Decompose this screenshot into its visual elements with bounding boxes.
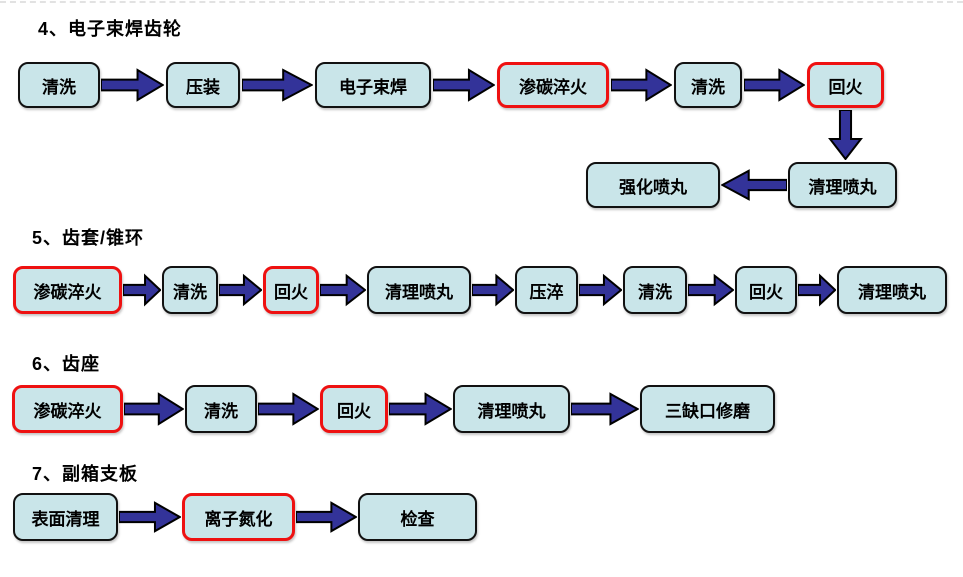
arrow-right-icon (571, 391, 639, 427)
section-5-title: 5、齿套/锥环 (32, 228, 145, 248)
arrow-right-icon (688, 273, 734, 307)
arrow-right-icon (219, 273, 262, 307)
flow-node-yacui: 压淬 (515, 266, 578, 314)
flow-node-huihuo: 回火 (263, 266, 319, 314)
flow-node-biaomianqingli: 表面清理 (13, 493, 118, 541)
arrow-right-icon (611, 67, 672, 103)
arrow-right-icon (798, 273, 836, 307)
flow-node-shentancuihuo: 渗碳淬火 (497, 62, 609, 108)
arrow-right-icon (296, 500, 357, 534)
arrow-right-icon (744, 67, 805, 103)
section-4-title: 4、电子束焊齿轮 (38, 19, 183, 39)
flow-node-lizidanhua: 离子氮化 (182, 493, 295, 541)
arrow-right-icon (320, 273, 366, 307)
arrow-right-icon (579, 273, 622, 307)
flow-node-qianghuapenwan: 强化喷丸 (586, 162, 720, 208)
flow-node-jiancha: 检查 (358, 493, 477, 541)
arrow-right-icon (119, 500, 181, 534)
flow-node-qinglipenwan: 清理喷丸 (367, 266, 471, 314)
flow-node-yazhuang: 压装 (166, 62, 240, 108)
arrow-right-icon (472, 273, 514, 307)
arrow-right-icon (124, 391, 184, 427)
flow-node-qingxi: 清洗 (18, 62, 100, 108)
flow-node-qinglipenwan: 清理喷丸 (453, 385, 570, 433)
section-7-title: 7、副箱支板 (32, 464, 139, 484)
arrow-right-icon (258, 391, 319, 427)
flow-node-dianzishuhan: 电子束焊 (315, 62, 431, 108)
arrow-right-icon (101, 67, 164, 103)
flow-node-qinglipenwan: 清理喷丸 (837, 266, 947, 314)
flow-node-qinglipenwan: 清理喷丸 (788, 162, 897, 208)
arrow-right-icon (123, 273, 161, 307)
flow-node-huihuo: 回火 (735, 266, 797, 314)
arrow-right-icon (389, 391, 452, 427)
top-edge-divider (0, 1, 963, 3)
flow-node-shentancuihuo: 渗碳淬火 (13, 266, 122, 314)
flow-node-sanquekouxiumo: 三缺口修磨 (640, 385, 775, 433)
flow-node-huihuo: 回火 (320, 385, 388, 433)
flow-node-qingxi: 清洗 (162, 266, 218, 314)
flow-node-huihuo: 回火 (807, 62, 884, 108)
section-6-title: 6、齿座 (32, 354, 101, 374)
arrow-left-icon (721, 168, 787, 202)
arrow-right-icon (242, 67, 313, 103)
flow-node-qingxi: 清洗 (623, 266, 687, 314)
arrow-right-icon (433, 67, 495, 103)
flow-node-shentancuihuo: 渗碳淬火 (12, 385, 123, 433)
arrow-down-icon (827, 110, 864, 160)
flow-node-qingxi: 清洗 (185, 385, 257, 433)
flow-node-qingxi: 清洗 (674, 62, 742, 108)
